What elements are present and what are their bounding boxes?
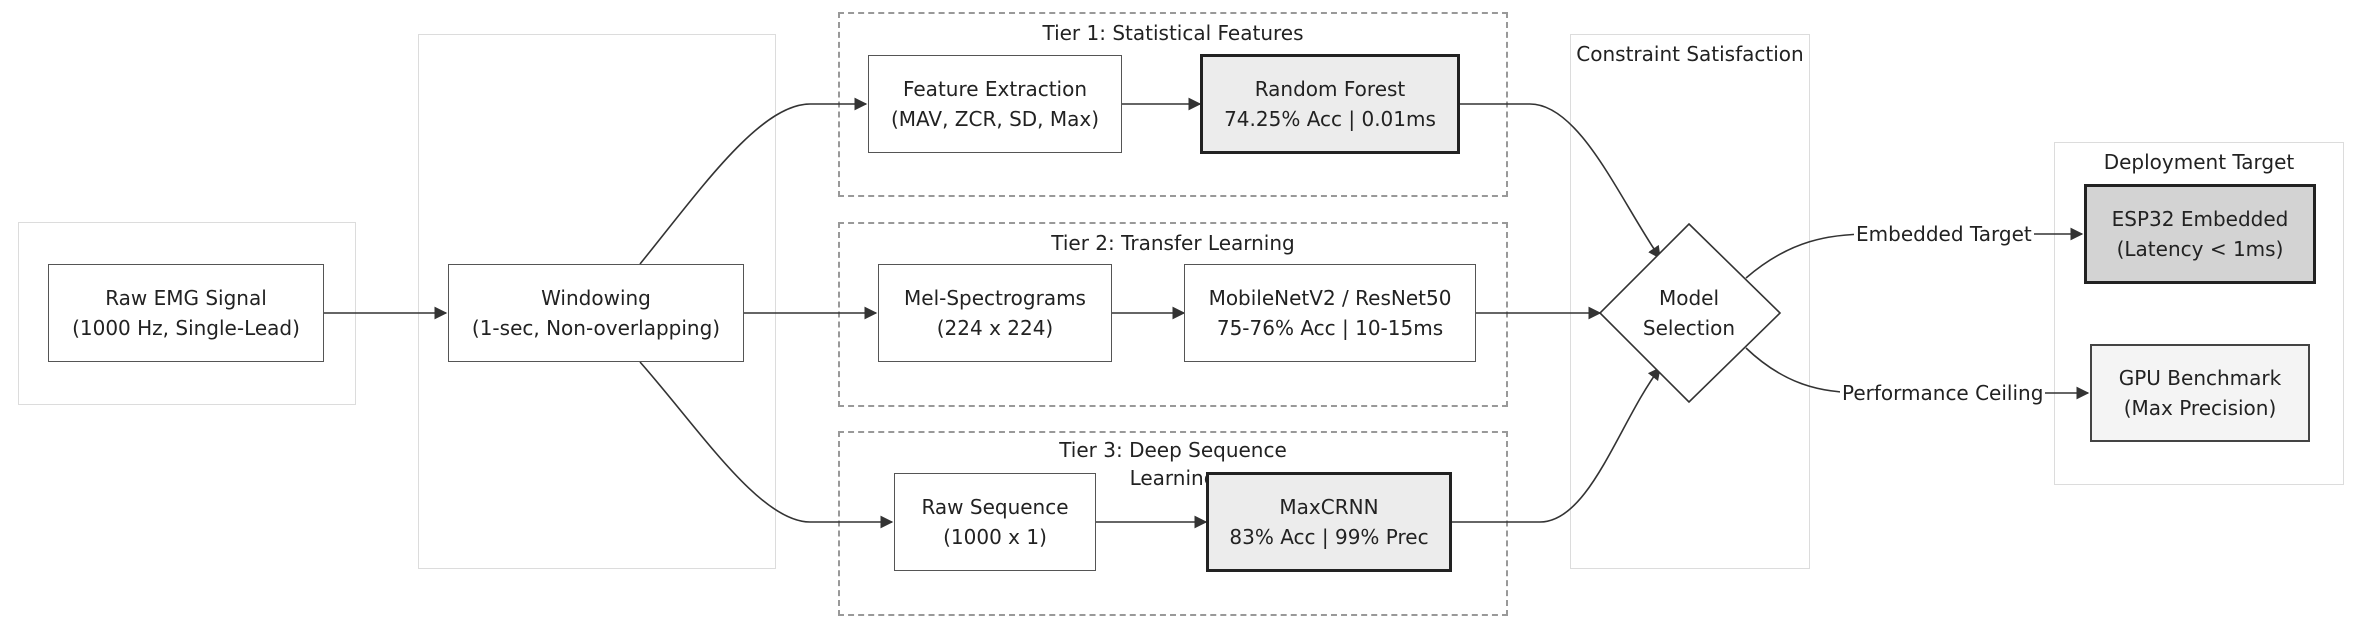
esp32-embedded-node: ESP32 Embedded (Latency < 1ms)	[2084, 184, 2316, 284]
edge-label-embedded-target: Embedded Target	[1854, 222, 2034, 246]
tier2-title: Tier 2: Transfer Learning	[1051, 231, 1295, 255]
maxcrnn-node: MaxCRNN 83% Acc | 99% Prec	[1206, 472, 1452, 572]
windowing-title: Windowing	[541, 286, 651, 310]
raw-sequence-subtitle: (1000 x 1)	[943, 525, 1047, 549]
esp32-subtitle: (Latency < 1ms)	[2116, 237, 2284, 261]
edge-windowing-to-rawseq	[639, 361, 894, 529]
raw-sequence-title: Raw Sequence	[921, 495, 1069, 519]
mel-spectrograms-subtitle: (224 x 224)	[936, 316, 1054, 340]
tier2-cluster: Tier 2: Transfer Learning	[838, 222, 1508, 407]
mobilenet-title: MobileNetV2 / ResNet50	[1208, 286, 1452, 310]
tier3-cluster: Tier 3: Deep Sequence Learning	[838, 431, 1508, 616]
tier3-title-line1: Tier 3: Deep Sequence	[1059, 438, 1287, 462]
edge-label-performance-ceiling: Performance Ceiling	[1840, 381, 2046, 405]
constraint-title: Constraint Satisfaction	[1576, 42, 1804, 66]
windowing-subtitle: (1-sec, Non-overlapping)	[471, 316, 721, 340]
tier1-title: Tier 1: Statistical Features	[1042, 21, 1304, 45]
model-selection-label: Model Selection	[1619, 283, 1759, 343]
windowing-node: Windowing (1-sec, Non-overlapping)	[448, 264, 744, 362]
raw-emg-title: Raw EMG Signal	[105, 286, 267, 310]
feature-extraction-title: Feature Extraction	[902, 77, 1088, 101]
edge-windowing-to-feature	[639, 97, 868, 265]
model-selection-line2: Selection	[1642, 316, 1736, 340]
feature-extraction-subtitle: (MAV, ZCR, SD, Max)	[890, 107, 1100, 131]
deployment-cluster: Deployment Target	[2054, 142, 2344, 485]
deployment-title: Deployment Target	[2103, 150, 2295, 174]
gpu-benchmark-node: GPU Benchmark (Max Precision)	[2090, 344, 2310, 442]
gpu-subtitle: (Max Precision)	[2123, 396, 2277, 420]
feature-extraction-node: Feature Extraction (MAV, ZCR, SD, Max)	[868, 55, 1122, 153]
maxcrnn-metrics: 83% Acc | 99% Prec	[1229, 525, 1429, 549]
mobilenet-metrics: 75-76% Acc | 10-15ms	[1216, 316, 1444, 340]
raw-emg-signal-node: Raw EMG Signal (1000 Hz, Single-Lead)	[48, 264, 324, 362]
esp32-title: ESP32 Embedded	[2111, 207, 2289, 231]
random-forest-node: Random Forest 74.25% Acc | 0.01ms	[1200, 54, 1460, 154]
constraint-cluster: Constraint Satisfaction	[1570, 34, 1810, 569]
random-forest-title: Random Forest	[1254, 77, 1406, 101]
raw-emg-subtitle: (1000 Hz, Single-Lead)	[72, 316, 300, 340]
edge-maxcrnn-to-selection	[1452, 366, 1661, 523]
raw-sequence-node: Raw Sequence (1000 x 1)	[894, 473, 1096, 571]
edge-rf-to-selection	[1460, 103, 1661, 260]
random-forest-metrics: 74.25% Acc | 0.01ms	[1224, 107, 1436, 131]
maxcrnn-title: MaxCRNN	[1279, 495, 1379, 519]
tier3-title: Tier 3: Deep Sequence Learning	[840, 437, 1506, 491]
model-selection-diamond	[1598, 222, 1782, 404]
mobilenet-resnet-node: MobileNetV2 / ResNet50 75-76% Acc | 10-1…	[1184, 264, 1476, 362]
mel-spectrograms-title: Mel-Spectrograms	[904, 286, 1086, 310]
tier3-title-line2: Learning	[1129, 466, 1217, 490]
model-selection-line1: Model	[1658, 286, 1720, 310]
mel-spectrograms-node: Mel-Spectrograms (224 x 224)	[878, 264, 1112, 362]
windowing-cluster	[418, 34, 776, 569]
gpu-title: GPU Benchmark	[2118, 366, 2282, 390]
